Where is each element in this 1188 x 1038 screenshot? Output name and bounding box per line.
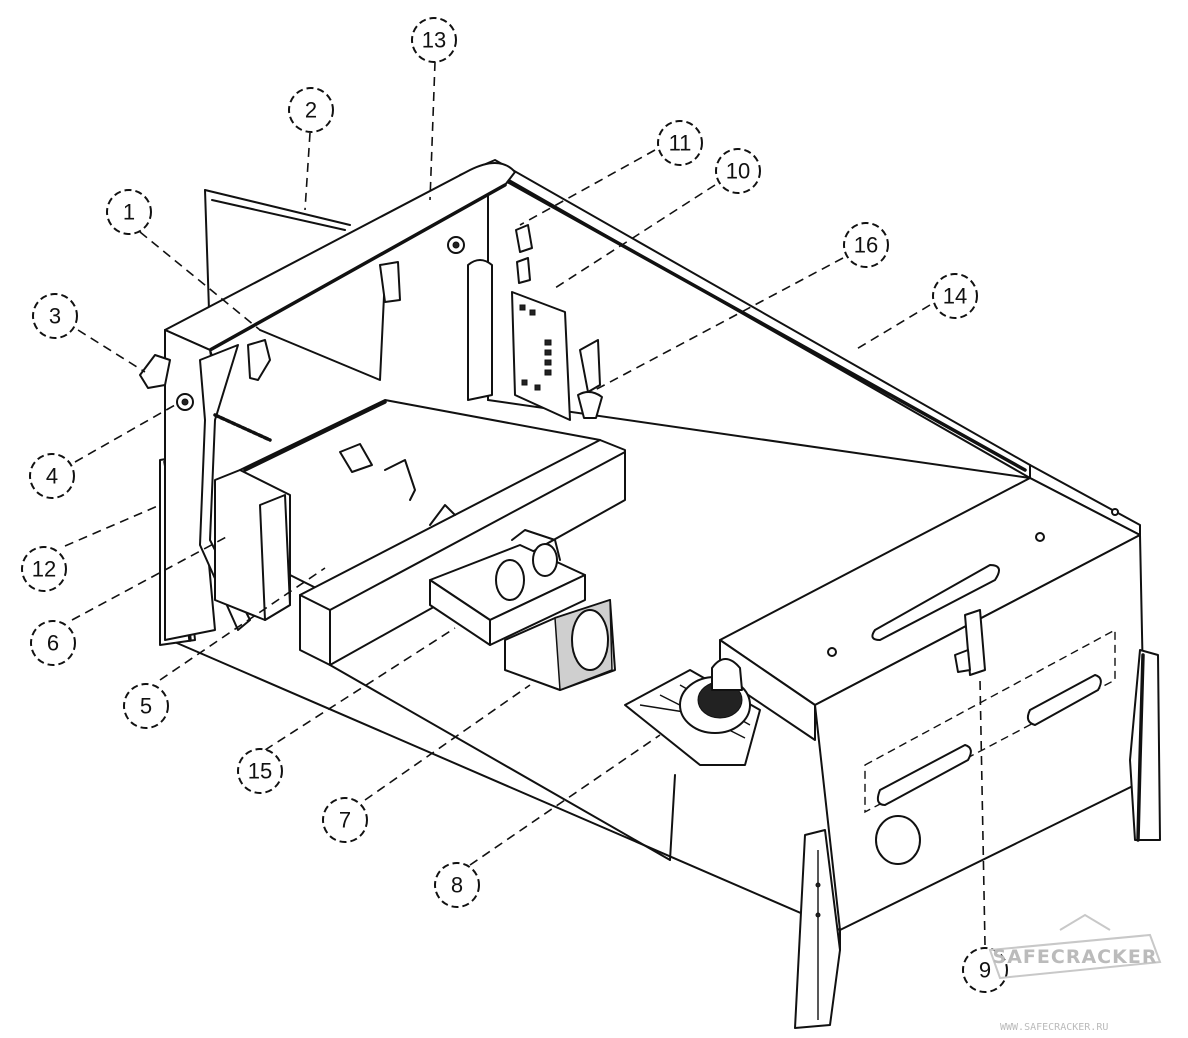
rear-lid-frame — [204, 189, 386, 381]
svg-text:14: 14 — [943, 284, 967, 309]
callout-7: 7 — [322, 797, 368, 843]
callout-5: 5 — [123, 683, 169, 729]
svg-text:4: 4 — [46, 464, 58, 489]
inner-tray — [214, 399, 626, 666]
callout-3: 3 — [32, 293, 78, 339]
svg-text:10: 10 — [726, 159, 750, 184]
svg-text:1: 1 — [123, 200, 135, 225]
watermark-brand: SAFECRACKER — [993, 946, 1158, 968]
callout-8: 8 — [434, 862, 480, 908]
svg-text:11: 11 — [669, 131, 692, 156]
callouts: 1 2 3 4 5 6 7 8 9 10 11 12 13 14 15 16 — [21, 17, 1008, 993]
svg-text:2: 2 — [305, 98, 317, 123]
svg-text:16: 16 — [854, 233, 878, 258]
watermark: SAFECRACKER WWW.SAFECRACKER.RU — [988, 913, 1162, 1033]
callout-4: 4 — [29, 453, 75, 499]
callout-16: 16 — [843, 222, 889, 268]
svg-text:8: 8 — [451, 873, 463, 898]
callout-11: 11 — [657, 120, 703, 166]
callout-10: 10 — [715, 148, 761, 194]
callout-6: 6 — [30, 620, 76, 666]
leader-lines — [64, 61, 986, 946]
callout-12: 12 — [21, 546, 67, 592]
svg-text:13: 13 — [422, 28, 446, 53]
callout-15: 15 — [237, 748, 283, 794]
svg-text:6: 6 — [47, 631, 59, 656]
speaker — [624, 658, 761, 766]
callout-9: 9 — [962, 947, 1008, 993]
svg-text:12: 12 — [32, 557, 56, 582]
callout-13: 13 — [411, 17, 457, 63]
latch-clip — [954, 609, 986, 676]
callout-2: 2 — [288, 87, 334, 133]
back-panel-components — [379, 224, 603, 421]
svg-text:3: 3 — [49, 304, 61, 329]
svg-text:7: 7 — [339, 808, 351, 833]
watermark-url: WWW.SAFECRACKER.RU — [1000, 1022, 1108, 1033]
cabinet-body — [169, 159, 1146, 951]
svg-text:5: 5 — [140, 694, 152, 719]
callout-14: 14 — [932, 273, 978, 319]
solenoid-assembly — [429, 529, 616, 692]
svg-text:15: 15 — [248, 759, 272, 784]
svg-text:9: 9 — [979, 958, 991, 983]
callout-1: 1 — [106, 189, 152, 235]
